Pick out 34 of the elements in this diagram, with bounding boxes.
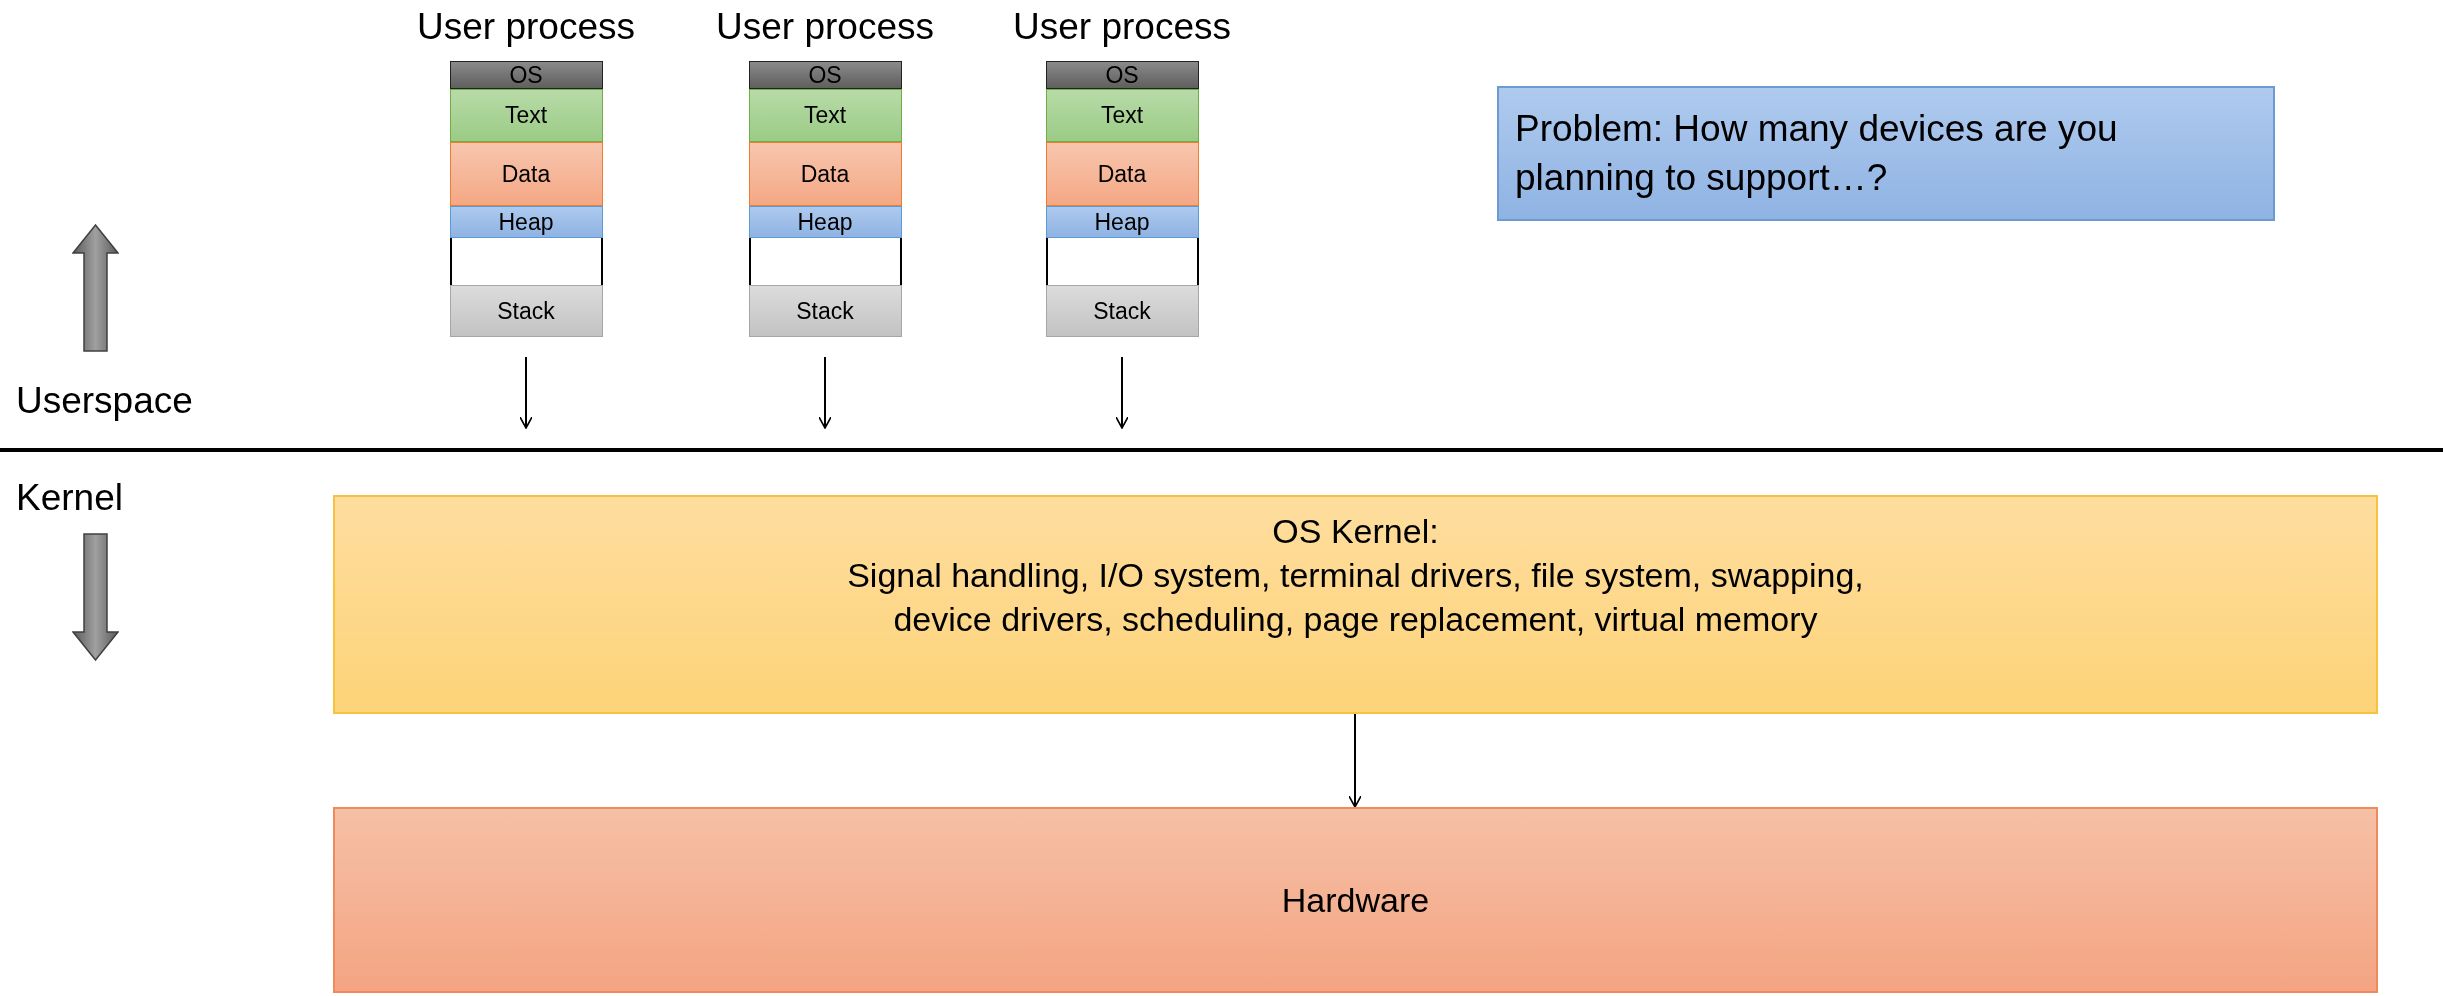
empty-segment bbox=[449, 238, 603, 285]
kernel-box bbox=[333, 495, 2378, 714]
text-segment: Text bbox=[1045, 89, 1199, 142]
arrow bbox=[519, 356, 533, 429]
stack-segment: Stack bbox=[1045, 285, 1199, 337]
os-segment: OS bbox=[748, 61, 902, 89]
hardware-box bbox=[333, 807, 2378, 993]
stack-segment: Stack bbox=[748, 285, 902, 337]
heap-segment: Heap bbox=[449, 206, 603, 238]
data-segment: Data bbox=[1045, 142, 1199, 206]
process-title: User process bbox=[1013, 5, 1231, 49]
box-title: Hardware bbox=[1281, 879, 1430, 921]
heap-segment: Heap bbox=[1045, 206, 1199, 238]
stack-segment: Stack bbox=[449, 285, 603, 337]
arrow bbox=[818, 356, 832, 429]
empty-segment bbox=[748, 238, 902, 285]
heap-segment: Heap bbox=[748, 206, 902, 238]
process-title: User process bbox=[417, 5, 635, 49]
region-label: Kernel bbox=[16, 476, 123, 520]
os-segment: OS bbox=[449, 61, 603, 89]
box-text: Signal handling, I/O system, terminal drivers, file system, swapping, device drivers, scheduling, page replacement, virtual memory bbox=[846, 555, 1865, 641]
text-segment: Text bbox=[449, 89, 603, 142]
os-segment: OS bbox=[1045, 61, 1199, 89]
data-segment: Data bbox=[449, 142, 603, 206]
arrow bbox=[1115, 356, 1129, 429]
text-segment: Text bbox=[748, 89, 902, 142]
box-title: OS Kernel: bbox=[1272, 511, 1439, 552]
process-title: User process bbox=[716, 5, 934, 49]
note-box bbox=[1497, 86, 2275, 221]
empty-segment bbox=[1045, 238, 1199, 285]
arrow bbox=[1348, 713, 1362, 808]
data-segment: Data bbox=[748, 142, 902, 206]
region-label: Userspace bbox=[16, 379, 193, 423]
box-title: Problem: How many devices are you planning to support…? bbox=[1515, 107, 2119, 200]
